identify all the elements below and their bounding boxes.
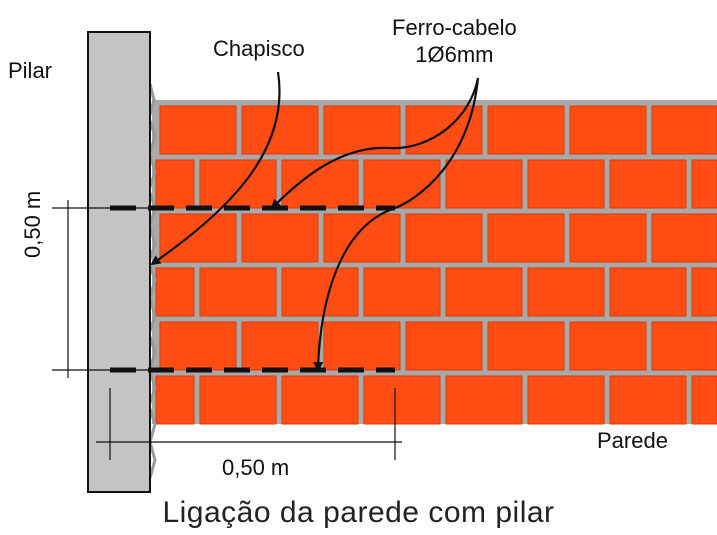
brick [405,321,483,371]
brick [487,213,565,263]
brick [651,105,717,155]
bricks-group [155,105,717,425]
brick [651,213,717,263]
pillar-label: Pilar [8,58,53,83]
brick [323,105,401,155]
brick [609,267,687,317]
brick-wall [152,100,717,425]
brick [241,213,319,263]
brick [363,159,441,209]
brick [445,375,523,425]
brick [405,213,483,263]
brick [155,375,195,425]
brick [487,321,565,371]
brick [159,105,237,155]
brick [691,267,717,317]
brick [527,267,605,317]
chapisco-arrow [150,71,281,266]
brick [609,375,687,425]
brick [155,267,195,317]
brick [445,159,523,209]
brick [691,375,717,425]
diagram-caption: Ligação da parede com pilar [162,496,555,529]
brick [155,159,195,209]
brick [281,375,359,425]
brick [363,267,441,317]
brick [691,159,717,209]
brick [241,321,319,371]
pillar [87,31,151,493]
brick [199,159,277,209]
vertical-dimension-label: 0,50 m [20,190,45,258]
brick [323,213,401,263]
brick [569,105,647,155]
brick [527,159,605,209]
brick [323,321,401,371]
brick [569,321,647,371]
tie-label-name: Ferro-cabelo [392,15,517,40]
brick [159,321,237,371]
brick [199,267,277,317]
tie-label-spec: 1Ø6mm [415,42,494,67]
brick [487,105,565,155]
brick [651,321,717,371]
chapisco-label: Chapisco [213,36,305,61]
brick [199,375,277,425]
tie-arrow-upper [270,77,480,210]
brick [527,375,605,425]
brick [159,213,237,263]
brick [569,213,647,263]
brick [609,159,687,209]
horizontal-dimension-label: 0,50 m [222,455,290,480]
brick [445,267,523,317]
brick [241,105,319,155]
tie-label: Ferro-cabelo 1Ø6mm [392,14,517,68]
brick [363,375,441,425]
vertical-dimension [52,200,150,378]
horizontal-dimension [96,388,402,460]
tie-arrow-lower [313,77,480,372]
wall-label: Parede [597,428,668,453]
brick [281,267,359,317]
